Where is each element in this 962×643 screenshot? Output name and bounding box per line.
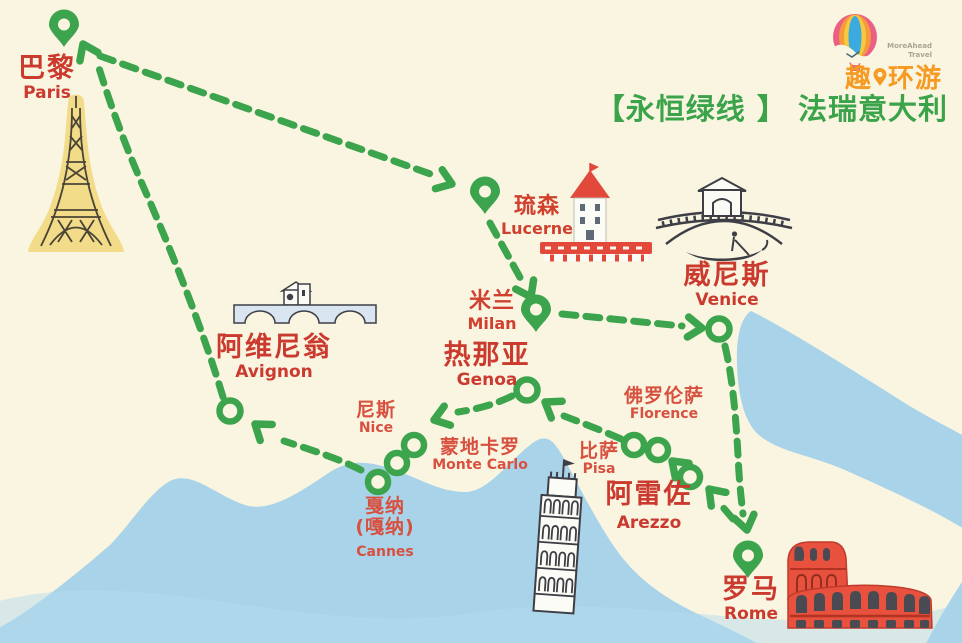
route-segment-genoa-riviera <box>454 392 516 416</box>
map-pin-rome <box>733 540 763 578</box>
city-pins <box>49 9 763 578</box>
map-pin-paris <box>49 9 79 47</box>
label-florence: 佛罗伦萨 Florence <box>623 385 705 423</box>
brand-name-part2: 环游 <box>887 64 942 94</box>
hot-air-balloon-logo-icon <box>833 14 877 71</box>
label-cannes: 戛纳 (嘎纳) Cannes <box>355 495 415 560</box>
label-monte-carlo-zh: 蒙地卡罗 <box>439 436 520 458</box>
label-monte-carlo: 蒙地卡罗 Monte Carlo <box>432 436 528 474</box>
route-segment-pisa-genoa <box>560 412 625 443</box>
label-florence-en: Florence <box>629 406 699 423</box>
logo-tagline-line2: Travel <box>908 51 932 60</box>
route-segment-cannes-avignon <box>280 437 365 474</box>
route-segment-venice-rome <box>721 342 747 518</box>
waypoint-ring-florence <box>644 436 672 464</box>
label-avignon-en: Avignon <box>235 362 313 383</box>
chapel-bridge-lucerne-icon <box>540 163 652 262</box>
label-rome-en: Rome <box>723 604 778 625</box>
waypoint-ring-genoa <box>513 376 541 404</box>
label-nice: 尼斯 Nice <box>355 399 397 437</box>
label-milan-en: Milan <box>467 313 517 333</box>
label-cannes-zh-alt: (嘎纳) <box>355 516 415 539</box>
label-cannes-zh: 戛纳 <box>364 495 405 517</box>
label-lucerne: 琉森 Lucerne <box>500 194 574 238</box>
brand-name: 趣 环游 <box>845 58 942 95</box>
pont-avignon-icon <box>233 281 377 324</box>
rialto-bridge-venice-icon <box>655 176 793 261</box>
waypoint-ring-monte-carlo <box>400 431 428 459</box>
label-paris-zh: 巴黎 <box>18 53 76 84</box>
waypoint-ring-pisa <box>620 431 648 459</box>
label-pisa-en: Pisa <box>582 461 616 478</box>
brand-logo: MoreAhead Travel 趣 环游 <box>824 10 944 95</box>
logo-tagline: MoreAhead Travel <box>887 42 932 61</box>
label-rome-zh: 罗马 <box>722 574 780 605</box>
label-genoa-zh: 热那亚 <box>443 340 531 371</box>
label-venice-zh: 威尼斯 <box>683 260 771 291</box>
brand-pin-icon <box>873 68 887 86</box>
route-dashed-lines <box>95 52 747 523</box>
label-genoa-en: Genoa <box>456 370 518 391</box>
label-genoa: 热那亚 Genoa <box>443 340 531 391</box>
route-arrowhead-icon <box>687 317 702 338</box>
label-monte-carlo-en: Monte Carlo <box>432 457 528 474</box>
label-arezzo: 阿雷佐 Arezzo <box>605 479 693 534</box>
route-segment-avignon-paris <box>95 64 227 401</box>
label-arezzo-zh: 阿雷佐 <box>605 479 693 510</box>
label-florence-zh: 佛罗伦萨 <box>623 385 705 407</box>
route-arrowhead-icon <box>431 406 450 429</box>
brand-name-part1: 趣 <box>844 64 872 94</box>
label-pisa-zh: 比萨 <box>578 440 620 462</box>
label-arezzo-en: Arezzo <box>616 513 682 534</box>
route-segment-milan-venice <box>558 310 686 330</box>
waypoint-ring-venice <box>705 315 733 343</box>
label-avignon: 阿维尼翁 Avignon <box>216 332 332 383</box>
label-lucerne-zh: 琉森 <box>513 194 560 219</box>
label-avignon-zh: 阿维尼翁 <box>216 332 332 363</box>
label-pisa: 比萨 Pisa <box>578 440 620 478</box>
waypoint-ring-nice <box>383 449 411 477</box>
route-arrowhead-icon <box>540 394 563 418</box>
label-cannes-en: Cannes <box>356 543 414 560</box>
map-pin-milan <box>521 294 551 332</box>
label-nice-en: Nice <box>358 420 394 437</box>
map-pin-lucerne <box>470 176 500 214</box>
tyrrhenian-sea-corner <box>926 582 962 643</box>
label-venice-en: Venice <box>695 290 759 311</box>
route-segment-lucerne-milan <box>486 219 526 285</box>
route-arrowhead-icon <box>435 170 455 194</box>
label-lucerne-en: Lucerne <box>500 218 574 238</box>
adriatic-sea <box>736 311 962 528</box>
label-paris: 巴黎 Paris <box>18 53 76 104</box>
route-arrowhead-icon <box>702 482 726 506</box>
label-paris-en: Paris <box>23 83 71 104</box>
leaning-tower-pisa-icon <box>532 459 583 615</box>
route-arrowhead-icon <box>734 514 756 532</box>
label-nice-zh: 尼斯 <box>355 399 397 421</box>
colosseum-rome-icon <box>787 541 933 629</box>
label-venice: 威尼斯 Venice <box>683 260 771 311</box>
label-milan: 米兰 Milan <box>467 289 517 333</box>
waypoint-rings <box>216 315 733 496</box>
logo-tagline-line1: MoreAhead <box>887 42 932 50</box>
eiffel-tower-icon <box>28 94 124 252</box>
route-segment-paris-lucerne <box>96 52 440 180</box>
waypoint-ring-cannes <box>364 468 392 496</box>
route-arrowhead-icon <box>74 40 98 61</box>
route-arrowhead-icon <box>249 416 272 440</box>
waypoint-ring-arezzo <box>676 463 704 491</box>
poster-title: 【永恒绿线 】 法瑞意大利 <box>595 92 948 126</box>
waypoint-ring-avignon <box>216 397 244 425</box>
label-rome: 罗马 Rome <box>722 574 780 625</box>
label-milan-zh: 米兰 <box>468 289 516 314</box>
